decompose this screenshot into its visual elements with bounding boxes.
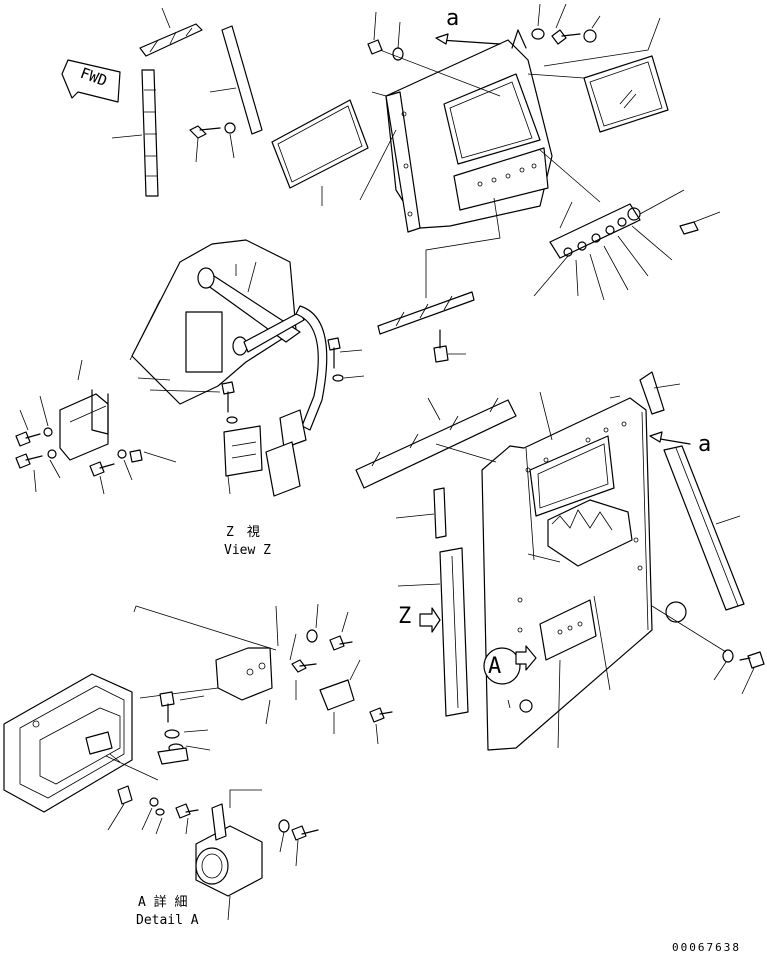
trim-strip-vertical-left — [111, 69, 159, 197]
window-glass-left — [271, 99, 369, 206]
sealing-strip-lower — [355, 397, 517, 489]
sealing-strip-center — [377, 197, 501, 363]
cab-panel-housing — [359, 39, 553, 233]
detail-a-small-bolts — [107, 785, 199, 835]
frame-assembly-view-z — [129, 239, 328, 497]
detail-a-relay-stack — [157, 691, 211, 765]
window-glass-right — [527, 17, 669, 133]
detail-a-housing — [3, 673, 159, 813]
detail-a-bracket-bolts — [133, 603, 393, 745]
dash-panel-main — [481, 391, 687, 751]
top-nut-washer-set — [367, 11, 501, 97]
ref-arrow-a-top — [435, 33, 501, 45]
view-z-caption-jp: Z 視 — [226, 525, 260, 540]
fwd-arrow — [61, 59, 121, 103]
detail-a-caption-jp: A 詳 細 — [138, 895, 188, 910]
switch-bracket-view-z — [223, 425, 263, 495]
vertical-strips-panel — [395, 371, 745, 717]
z-view-marker-label: Z — [398, 604, 412, 629]
a-direction-marker — [483, 645, 537, 685]
switch-plate-assembly — [533, 149, 721, 301]
bolt-and-washer-left — [189, 122, 236, 163]
detail-a-caption-en: Detail A — [136, 913, 199, 928]
trim-strip-top — [139, 7, 203, 57]
relay-bracket-left — [59, 359, 109, 461]
ref-arrow-a-right — [649, 431, 691, 445]
trim-strip-diagonal — [209, 25, 263, 135]
reference-label-a-top: a — [446, 6, 460, 31]
drawing-number: 00067638 — [672, 941, 741, 954]
washer-bolt-right — [651, 605, 765, 695]
view-z-caption-en: View Z — [224, 543, 271, 558]
a-detail-marker-label: A — [488, 654, 502, 679]
reference-label-a-right: a — [698, 432, 712, 457]
detail-a-motor — [195, 789, 319, 921]
bolts-center-stack — [221, 337, 365, 424]
bolts-left-group — [15, 395, 177, 495]
top-right-bolt-set — [511, 3, 601, 49]
z-direction-arrow — [419, 607, 441, 633]
